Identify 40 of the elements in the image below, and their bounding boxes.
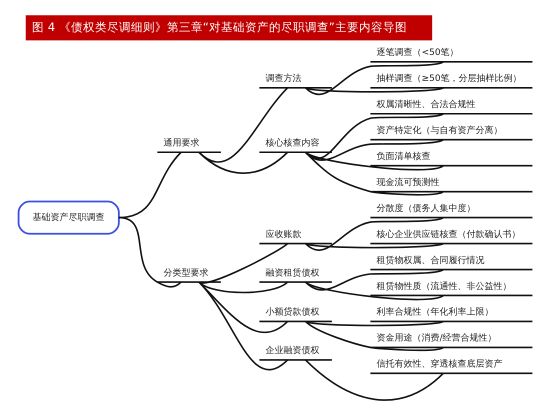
connector bbox=[304, 242, 444, 248]
node-text: 抽样调查（≥50笔，分层抽样比例） bbox=[376, 74, 522, 84]
node-text: 权属清晰性、合法合规性 bbox=[376, 100, 476, 110]
node-text: 租赁物性质（流通性、非公益性） bbox=[376, 282, 512, 292]
node-text: 利率合规性（年化利率上限） bbox=[376, 308, 494, 318]
node-text: 企业融资债权 bbox=[265, 346, 320, 356]
connector bbox=[198, 242, 288, 284]
connector bbox=[304, 281, 444, 300]
node-text: 资金用途（消费/经营合规性） bbox=[376, 334, 496, 344]
node-text: 核心企业供应链核查（付款确认书） bbox=[376, 230, 520, 240]
node-text: 应收账款 bbox=[265, 230, 302, 240]
node-text: 信托有效性、穿透核查底层资产 bbox=[376, 360, 502, 370]
node-text: 负面清单核查 bbox=[376, 152, 430, 162]
connector bbox=[118, 216, 182, 288]
node-text: 逐笔调查（<50笔） bbox=[376, 48, 458, 58]
connector bbox=[304, 216, 444, 251]
node-text: 融资租赁债权 bbox=[265, 268, 320, 278]
connector bbox=[304, 87, 444, 93]
node-text: 通用要求 bbox=[163, 138, 200, 149]
connector bbox=[118, 152, 182, 218]
connector bbox=[304, 268, 444, 291]
node-text: 分类型要求 bbox=[163, 268, 208, 278]
node-box: 基础资产尽职调查 bbox=[17, 200, 120, 235]
connector bbox=[304, 152, 444, 170]
connector bbox=[304, 152, 444, 196]
node-text: 小额贷款债权 bbox=[265, 308, 320, 318]
connector bbox=[198, 281, 288, 334]
node-text: 核心核查内容 bbox=[265, 138, 320, 149]
node-text: 现金流可预测性 bbox=[376, 178, 440, 188]
node-text: 调查方法 bbox=[265, 74, 302, 84]
connector bbox=[198, 152, 288, 174]
connector bbox=[304, 320, 444, 352]
node-text: 租赁物权属、合同履行情况 bbox=[376, 256, 484, 266]
connector bbox=[304, 320, 444, 326]
node-text: 资产特定化（与自有资产分离） bbox=[376, 126, 502, 136]
connector bbox=[304, 61, 444, 96]
connector bbox=[198, 282, 288, 370]
node-text: 分散度（债务人集中度） bbox=[376, 204, 476, 214]
diagram-title: 图 4 《债权类尽调细则》第三章“对基础资产的尽职调查”主要内容导图 bbox=[32, 20, 406, 34]
connector bbox=[304, 359, 444, 401]
